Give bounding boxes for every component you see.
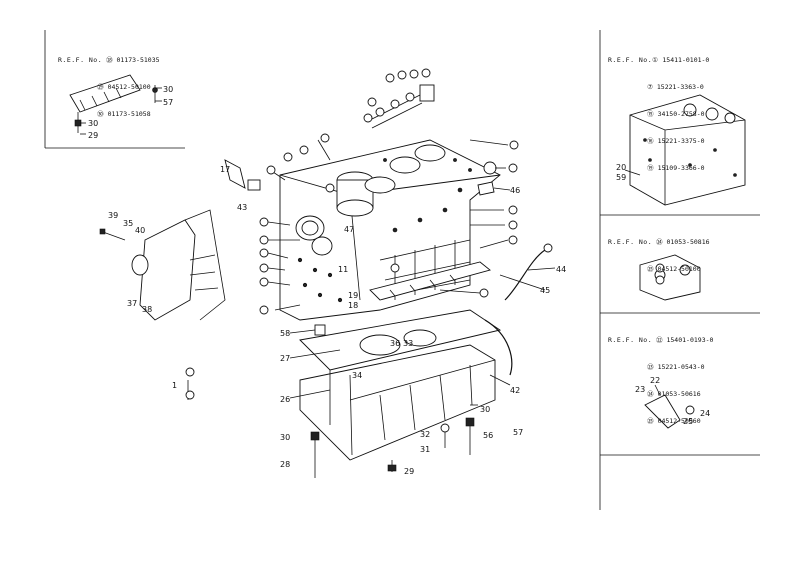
callout-45: 45 [540,286,550,295]
callout-22: 22 [650,376,660,385]
side-cover [131,209,226,321]
ref-marker: ㉕ [647,417,654,425]
callout-36: 36 [390,339,400,348]
callout-17: 17 [220,165,230,174]
callout-11: 11 [338,265,348,274]
ref-marker: ㉙ [97,83,104,91]
ref-code: 01053-50616 [657,390,701,398]
callout-labels: 30 57 30 29 17 43 39 35 40 37 38 1 46 44… [88,85,710,476]
gasket-strip [369,261,491,301]
callout-30-bottom: 30 [280,433,290,442]
callout-32: 32 [420,430,430,439]
ref-marker: ㉕ [647,265,654,273]
callout-33: 33 [403,339,413,348]
ref-table-top-left: R.E.F. No. ㉘ 01173-51035 ㉙ 04512-50100 ㉚… [58,38,160,128]
callout-57-top: 57 [163,98,173,107]
top-left-detail [69,74,162,135]
callout-29-left: 29 [88,131,98,140]
ref-header: R.E.F. No. [608,238,653,246]
callout-29-bottom: 29 [404,467,414,476]
callout-35: 35 [123,219,133,228]
callout-28: 28 [280,460,290,469]
ref-code: 01053-50816 [666,238,710,246]
ref-marker: ⑲ [647,164,654,172]
callout-31: 31 [420,445,430,454]
right-thumb-3 [644,394,695,429]
ref-code: 15109-3366-0 [657,164,705,172]
ref-marker: ⑯ [647,137,654,145]
callout-19: 19 [348,291,358,300]
ref-marker: ⑦ [647,83,653,91]
ref-code: 15411-0101-0 [662,56,710,64]
ref-marker: ⑮ [647,110,654,118]
ref-header: R.E.F. No. [58,56,103,64]
ref-marker: ㉔ [656,238,663,246]
callout-58: 58 [280,329,290,338]
callout-34: 34 [352,371,362,380]
dipstick-pipe [484,243,553,376]
ref-code: 01173-51058 [107,110,151,118]
ref-code: 04512-50060 [657,417,701,425]
callout-27: 27 [280,354,290,363]
callout-47: 47 [344,225,354,234]
callout-1: 1 [172,381,177,390]
circled-markers [185,68,665,400]
ref-marker: ㉚ [97,110,104,118]
callout-46: 46 [510,186,520,195]
callout-23: 23 [635,385,645,394]
callout-30-right: 30 [480,405,490,414]
callout-30-left: 30 [88,119,98,128]
ref-table-right-1: R.E.F. No.① 15411-0101-0 ⑦ 15221-3363-0 … [608,38,709,182]
ref-marker: ㉔ [647,390,654,398]
callout-20: 20 [616,163,626,172]
callout-59: 59 [616,173,626,182]
ref-table-right-2: R.E.F. No. ㉔ 01053-50816 ㉕ 04512-50100 [608,220,710,283]
callout-42: 42 [510,386,520,395]
callout-39: 39 [108,211,118,220]
ref-marker: ㉓ [647,363,654,371]
small-parts [99,84,497,478]
callout-26: 26 [280,395,290,404]
ref-code: 15221-3375-0 [657,137,705,145]
callout-44: 44 [556,265,566,274]
ref-header: R.E.F. No. [608,336,653,344]
ref-code: 15221-0543-0 [657,363,705,371]
callout-43: 43 [237,203,247,212]
callout-24: 24 [700,409,710,418]
leader-lines [187,139,661,400]
callout-56: 56 [483,431,493,440]
callout-30-top: 30 [163,85,173,94]
oil-pan [299,309,502,461]
callout-57-bottom: 57 [513,428,523,437]
ref-table-right-3: R.E.F. No. ㉒ 15401-0193-0 ㉓ 15221-0543-0… [608,318,713,435]
callout-25: 25 [683,417,693,426]
callout-18: 18 [348,301,358,310]
right-thumb-block [629,94,746,206]
ref-code: 15221-3363-0 [656,83,704,91]
callout-40: 40 [135,226,145,235]
ref-code: 15401-0193-0 [666,336,714,344]
ref-marker: ㉘ [106,56,113,64]
panel-borders [44,30,760,510]
callout-37: 37 [127,299,137,308]
ref-header: R.E.F. No.① [608,56,659,64]
ref-code: 04512-50100 [107,83,151,91]
callout-38: 38 [142,305,152,314]
ref-marker: ㉒ [656,336,663,344]
ref-code: 34150-2758-0 [657,110,705,118]
ref-code: 01173-51035 [116,56,160,64]
ref-code: 04512-50100 [657,265,701,273]
